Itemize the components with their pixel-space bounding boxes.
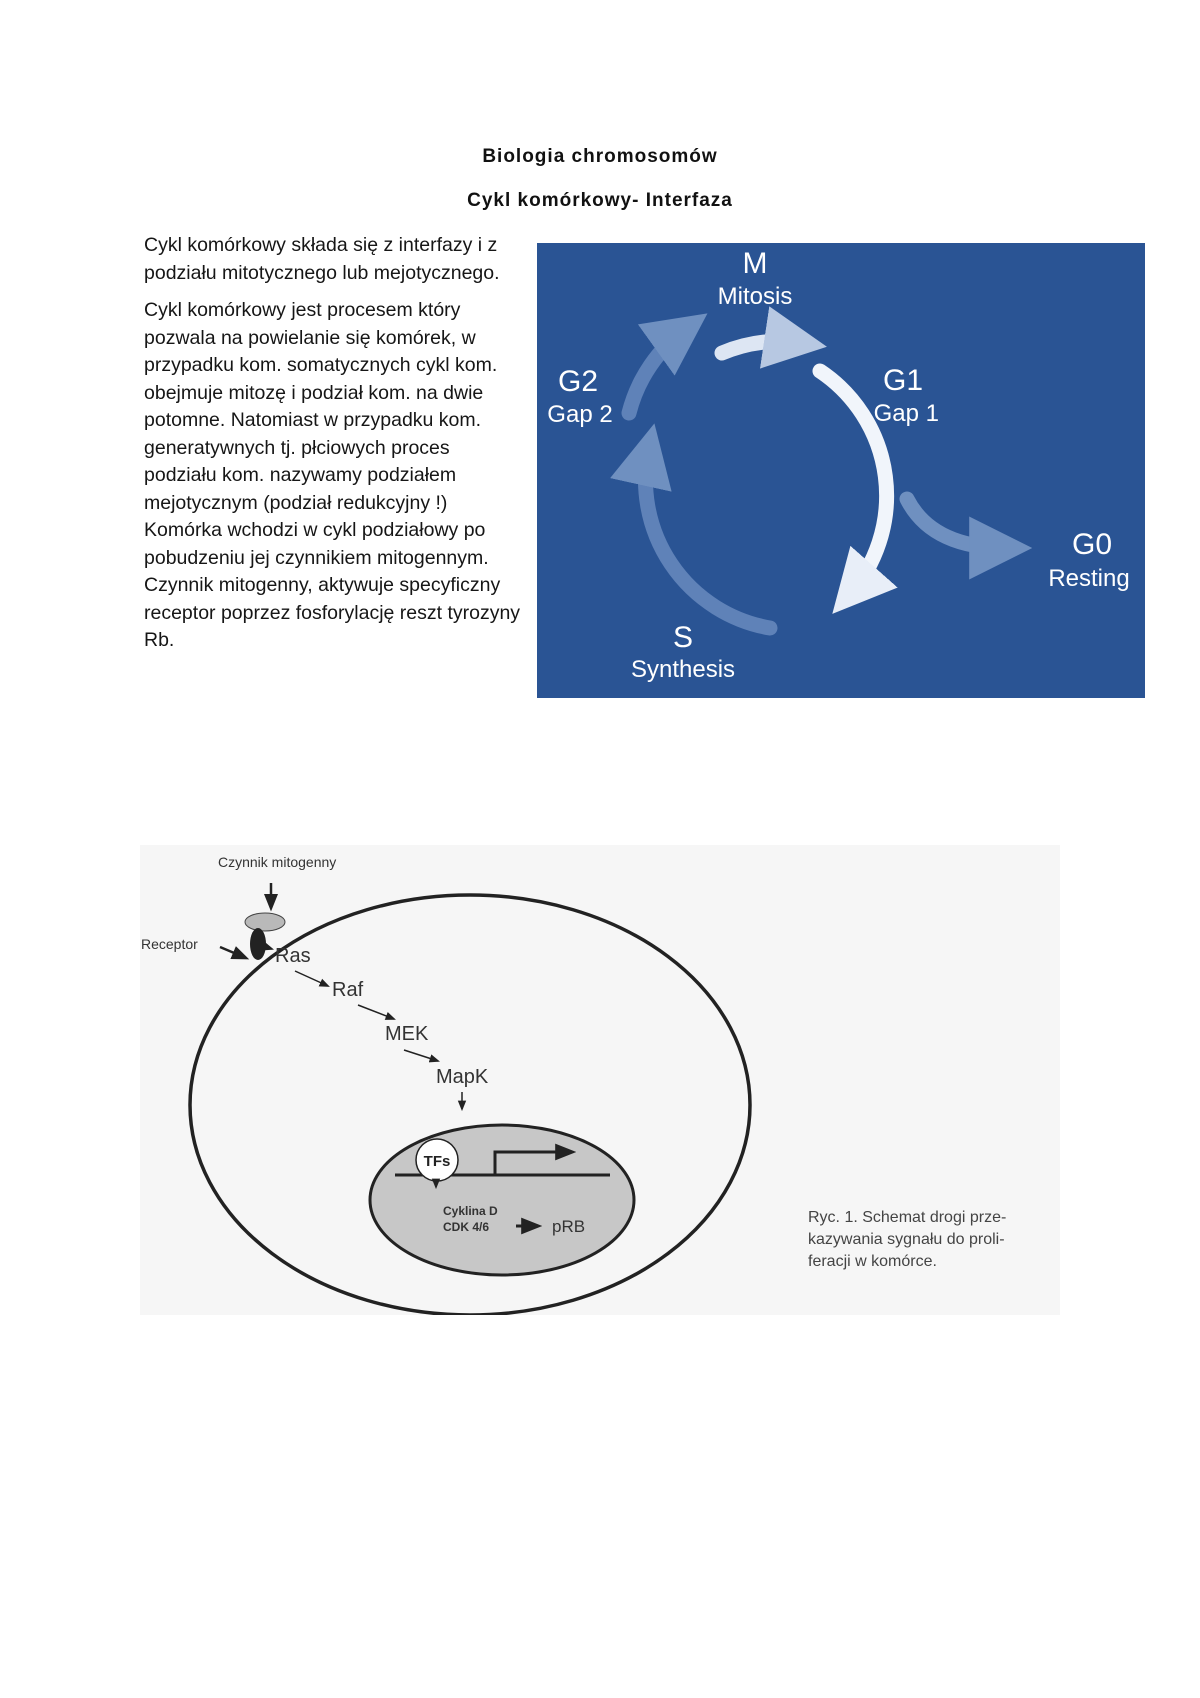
document-title: Biologia chromosomów: [482, 146, 718, 167]
receptor-label: Receptor: [141, 936, 198, 952]
arc-s-to-g2: [610, 423, 778, 636]
phase-g0-letter: G0: [1072, 528, 1112, 561]
receptor-to-ras-arrow: [262, 942, 274, 951]
phase-g1-letter: G1: [883, 364, 923, 397]
mitogen-factor-label: Czynnik mitogenny: [218, 854, 336, 870]
signal-pathway-diagram: TFs Cyklina D CDK 4/6 pRB Czynnik mitoge…: [140, 845, 1060, 1315]
tfs-label: TFs: [424, 1153, 451, 1170]
paragraph-1: Cykl komórkowy składa się z interfazy i …: [144, 234, 500, 284]
ras-to-raf-arrow: [294, 970, 330, 987]
cycle-background: [537, 243, 1145, 698]
phase-m-letter: M: [743, 247, 768, 280]
cell-cycle-diagram: M Mitosis G1 Gap 1 G2 Gap 2 G0 Resting S…: [537, 243, 1145, 698]
phase-s-name: Synthesis: [631, 656, 735, 683]
document-subtitle: Cykl komórkowy- Interfaza: [467, 190, 733, 211]
arc-g1-to-g0: [899, 491, 1033, 580]
receptor-arrow: [219, 945, 250, 960]
arc-g1-to-s: [812, 363, 898, 614]
intro-text: Cykl komórkowy składa się z interfazy i …: [144, 232, 524, 665]
phase-g2-letter: G2: [558, 365, 598, 398]
nucleus: [368, 1123, 636, 1277]
caption-line-3: feracji w komórce.: [808, 1253, 937, 1270]
caption-line-1: Ryc. 1. Schemat drogi prze-: [808, 1209, 1006, 1226]
phase-s-letter: S: [673, 621, 693, 654]
transcription-arrow: [493, 1143, 577, 1175]
cdk-label: CDK 4/6: [443, 1220, 489, 1234]
mitogen-factor: [244, 912, 286, 932]
arc-g2-to-m: [621, 313, 708, 421]
phase-m-name: Mitosis: [718, 283, 793, 310]
cell-membrane: [188, 893, 752, 1315]
paragraph-2: Cykl komórkowy jest procesem który pozwa…: [144, 299, 521, 651]
caption-line-2: kazywania sygnału do proli-: [808, 1231, 1005, 1248]
mapk-label: MapK: [436, 1066, 489, 1088]
raf-to-mek-arrow: [357, 1004, 396, 1020]
phase-g2-name: Gap 2: [547, 401, 612, 428]
prb-label: pRB: [552, 1217, 585, 1236]
arc-m-to-g1: [714, 306, 827, 369]
mek-label: MEK: [385, 1023, 429, 1045]
raf-label: Raf: [332, 979, 364, 1001]
mek-to-mapk-arrow: [403, 1049, 440, 1063]
phase-g1-name: Gap 1: [874, 400, 939, 427]
phase-g0-name: Resting: [1048, 565, 1129, 592]
receptor-shape: [250, 928, 266, 960]
ras-label: Ras: [275, 945, 311, 967]
cyclin-d-label: Cyklina D: [443, 1204, 498, 1218]
